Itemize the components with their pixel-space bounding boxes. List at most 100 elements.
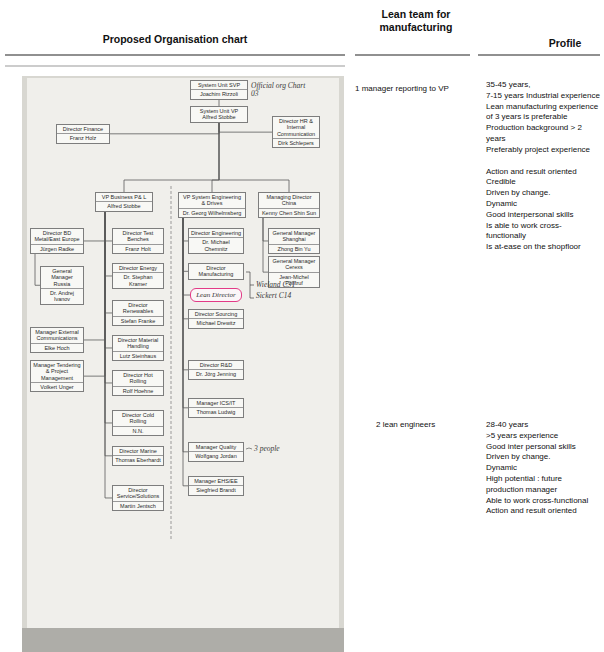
role-title: System Unit VP Alfred Stobbe bbox=[191, 107, 247, 122]
org-box: Manager EHS/EESiegfried Brandt bbox=[188, 476, 244, 496]
org-box: Director Hot RollingRolf Hoehne bbox=[112, 370, 164, 396]
person-name: Dr. Jörg Jenning bbox=[189, 369, 243, 378]
person-name: Jürgen Radke bbox=[31, 244, 83, 253]
table-cell: Action and result oriented bbox=[486, 167, 600, 178]
role-title: Director Engineering bbox=[189, 229, 243, 237]
table-cell: Is at-ease on the shopfloor bbox=[486, 242, 600, 253]
org-box: Director MarineThomas Eberhardt bbox=[112, 446, 164, 466]
header-rule bbox=[355, 54, 470, 55]
table-cell: 28-40 years bbox=[486, 420, 600, 431]
org-box: Director HR & Internal CommunicationDirk… bbox=[272, 116, 320, 148]
handwritten-note: Official org Chart 03 bbox=[251, 82, 307, 99]
table-cell: 35-45 years, bbox=[486, 80, 600, 91]
role-title: VP Business P& L bbox=[96, 193, 152, 201]
org-box: General Manager ShanghaiZhong Bin Yu bbox=[268, 228, 320, 254]
org-box: Director EngineeringDr. Michael Chemnitz bbox=[188, 228, 244, 254]
role-title: Director Hot Rolling bbox=[113, 371, 163, 386]
org-connector bbox=[212, 123, 219, 192]
person-name: Zhong Bin Yu bbox=[269, 244, 319, 253]
role-title: Director Cold Rolling bbox=[113, 411, 163, 426]
table-cell: Is able to work cross-functionally bbox=[486, 221, 600, 243]
column-header: Lean team for manufacturing bbox=[366, 8, 466, 33]
org-connector bbox=[84, 212, 105, 377]
table-cell: Able to work cross-functional bbox=[486, 496, 600, 507]
person-name: Martin Jentsch bbox=[113, 501, 163, 510]
handwritten-mark bbox=[246, 448, 252, 449]
org-box: Director Test BenchesFranz Holt bbox=[112, 228, 164, 254]
person-name: Rolf Hoehne bbox=[113, 386, 163, 395]
org-box: Director FinanceFranz Holz bbox=[56, 124, 110, 144]
org-connector bbox=[105, 212, 112, 383]
org-box: Director SourcingMichael Drewitz bbox=[188, 309, 244, 329]
person-name: N.N. bbox=[113, 426, 163, 435]
role-title: Manager ICS/IT bbox=[189, 399, 243, 407]
header-rule bbox=[5, 66, 345, 67]
role-title: Manager External Communications bbox=[31, 328, 83, 343]
org-box: VP System Engineering & DrivesDr. Georg … bbox=[178, 192, 246, 218]
org-box: Director BD Metal/East EuropeJürgen Radk… bbox=[30, 228, 84, 254]
table-cell: Driven by change. bbox=[486, 188, 600, 199]
person-name: Stefan Franke bbox=[113, 316, 163, 325]
table-cell: Good interpersonal skills bbox=[486, 210, 600, 221]
org-box: VP Business P& LAlfred Stobbe bbox=[95, 192, 153, 212]
table-cell: Credible bbox=[486, 177, 600, 188]
person-name: Volkert Unger bbox=[31, 382, 83, 391]
org-connector bbox=[84, 212, 105, 241]
person-name: Alfred Stobbe bbox=[96, 201, 152, 210]
org-box: System Unit SVPJoachim Rizzoli bbox=[190, 80, 248, 100]
role-title: Director Sourcing bbox=[189, 310, 243, 318]
org-connector bbox=[124, 123, 219, 192]
header-rule bbox=[478, 54, 600, 55]
table-cell: 7-15 years Industrial experience bbox=[486, 91, 600, 102]
role-title: Director Renewables bbox=[113, 301, 163, 316]
column-header: Proposed Organisation chart bbox=[30, 33, 320, 46]
role-title: General Manager Russia bbox=[41, 267, 83, 288]
photo-bottom-band bbox=[22, 628, 344, 652]
column-header: Profile bbox=[530, 37, 600, 50]
person-name: Dirk Schlepers bbox=[273, 138, 319, 147]
person-name: Thomas Eberhardt bbox=[113, 455, 163, 464]
role-title: Director R&D bbox=[189, 361, 243, 369]
role-title: Manager Tendering & Project Management bbox=[31, 361, 83, 382]
person-name: Dr. Georg Wilhelmsberg bbox=[179, 208, 245, 217]
handwritten-note: 3 people bbox=[254, 445, 294, 453]
table-cell: Preferably project experience bbox=[486, 145, 600, 156]
table-cell: Production background > 2 years bbox=[486, 123, 600, 145]
role-title: General Manager Cerexs bbox=[269, 257, 319, 272]
org-box: Manager ICS/ITThomas Ludwig bbox=[188, 398, 244, 418]
org-box: Director R&DDr. Jörg Jenning bbox=[188, 360, 244, 380]
annotated-box: Lean Director bbox=[190, 288, 242, 302]
person-name: Michael Drewitz bbox=[189, 318, 243, 327]
table-cell: High potential : future production manag… bbox=[486, 474, 600, 496]
org-connector bbox=[105, 212, 112, 498]
org-connector bbox=[219, 123, 272, 133]
org-box: Director EnergyDr. Stephan Kramer bbox=[112, 263, 164, 289]
org-connector bbox=[105, 212, 112, 313]
handwritten-note: Wieland C3T bbox=[256, 281, 306, 289]
photo-paper bbox=[27, 78, 339, 628]
role-title: Manager EHS/EE bbox=[189, 477, 243, 485]
table-cell: Lean manufacturing experience of 3 years… bbox=[486, 102, 600, 124]
table-cell: Action and result oriented bbox=[486, 506, 600, 517]
dashed-divider bbox=[171, 186, 172, 540]
person-name: Franz Holt bbox=[113, 244, 163, 253]
role-title: System Unit SVP bbox=[191, 81, 247, 89]
org-connector bbox=[84, 212, 105, 340]
org-connector bbox=[110, 123, 219, 134]
table-cell: Dynamic bbox=[486, 463, 600, 474]
person-name: Dr. Stephan Kramer bbox=[113, 272, 163, 288]
org-box: System Unit VP Alfred Stobbe bbox=[190, 106, 248, 123]
handwritten-note: Sickert C14 bbox=[256, 292, 306, 300]
person-name: Dr. Andrej Ivanov bbox=[41, 288, 83, 304]
role-title: Director Test Benches bbox=[113, 229, 163, 244]
table-cell: 1 manager reporting to VP bbox=[355, 84, 477, 95]
person-name: Franz Holz bbox=[57, 133, 109, 142]
person-name: Lutz Steinhaus bbox=[113, 351, 163, 360]
role-title: VP System Engineering & Drives bbox=[179, 193, 245, 208]
header-rule bbox=[5, 54, 345, 55]
person-name: Thomas Ludwig bbox=[189, 407, 243, 416]
role-title: Director Marine bbox=[113, 447, 163, 455]
org-connector bbox=[105, 212, 112, 241]
org-connector bbox=[105, 212, 112, 276]
org-connector bbox=[105, 212, 112, 423]
